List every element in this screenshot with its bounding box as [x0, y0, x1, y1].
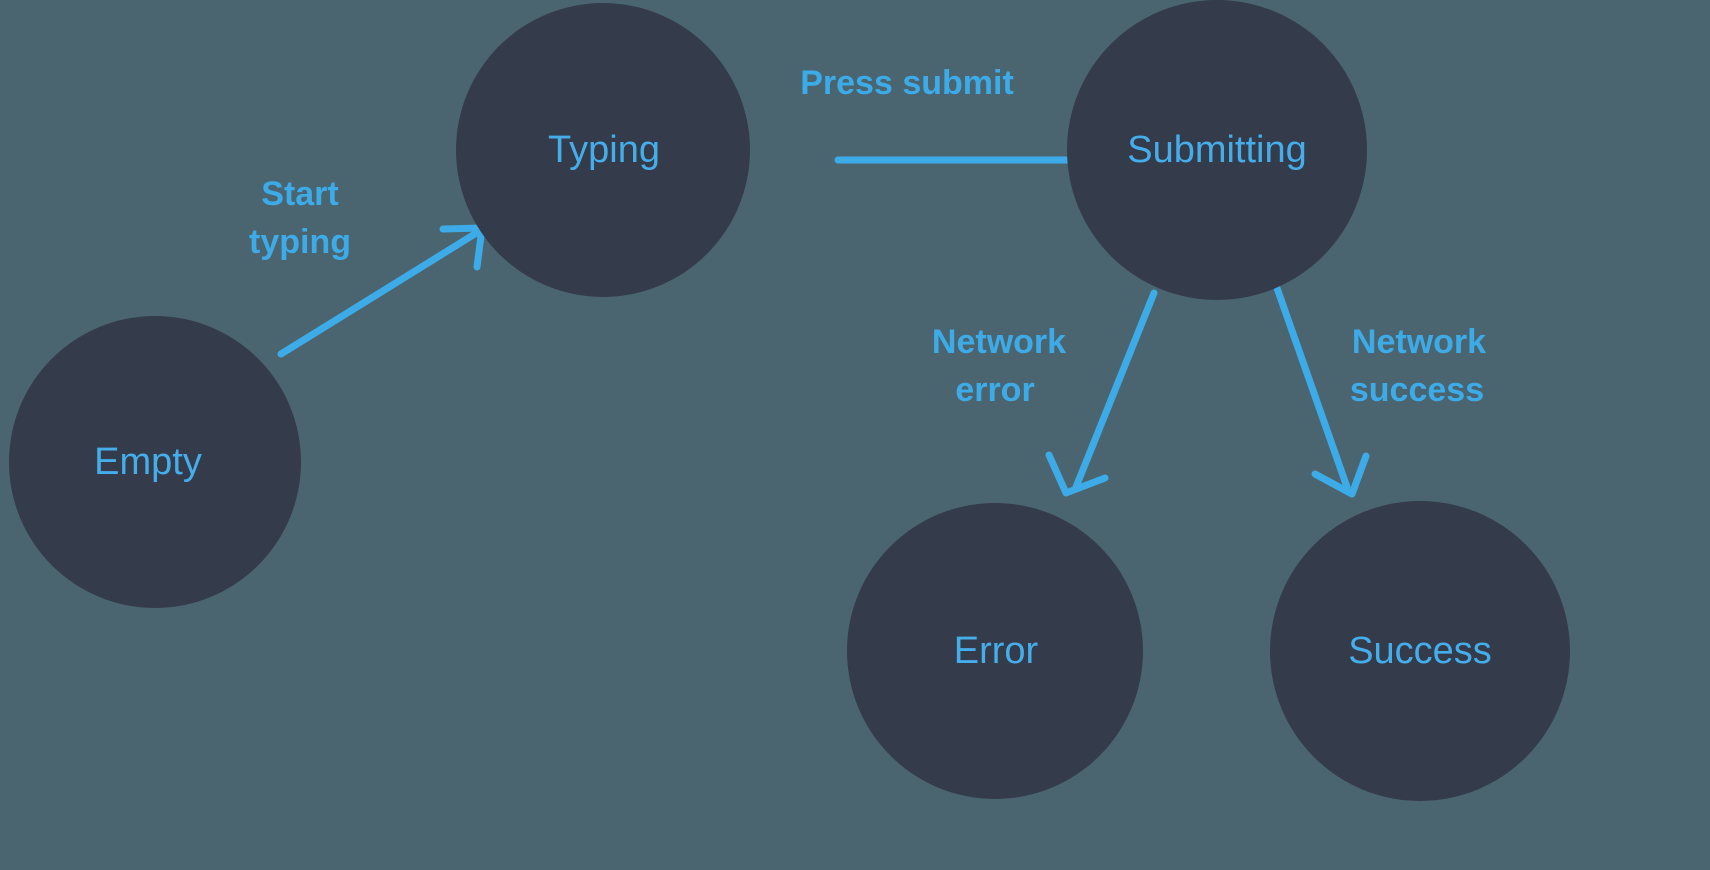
state-node-empty[interactable]: Empty	[9, 316, 301, 608]
edge-label-network-error-line-1: Network	[932, 323, 1066, 361]
edge-label-press-submit: Press submit	[800, 64, 1014, 102]
edge-arrowhead-network-error	[1045, 451, 1109, 497]
state-node-submitting[interactable]: Submitting	[1067, 0, 1367, 300]
edge-label-start-typing-line-1: Start	[261, 175, 338, 213]
state-label-error: Error	[954, 630, 1039, 672]
state-circle-empty[interactable]	[9, 316, 301, 608]
state-label-success: Success	[1348, 630, 1492, 672]
edge-submitting-to-error	[1045, 289, 1158, 497]
state-label-submitting: Submitting	[1127, 129, 1307, 171]
edge-label-network-error: Network error	[932, 323, 1066, 409]
state-circle-submitting[interactable]	[1067, 0, 1367, 300]
edge-line-network-error	[1072, 289, 1158, 491]
edge-label-network-error-line-2: error	[955, 371, 1034, 409]
state-node-error[interactable]: Error	[847, 503, 1143, 799]
state-label-empty: Empty	[94, 441, 202, 483]
state-node-typing[interactable]: Typing	[456, 3, 750, 297]
state-circle-typing[interactable]	[456, 3, 750, 297]
state-label-typing: Typing	[548, 129, 660, 171]
edge-label-press-submit-line-1: Press submit	[800, 64, 1014, 102]
edge-label-network-success-line-2: success	[1350, 371, 1484, 409]
edge-label-start-typing: Start typing	[249, 175, 351, 261]
edge-line-start-typing	[277, 228, 482, 358]
state-circle-error[interactable]	[847, 503, 1143, 799]
state-circle-success[interactable]	[1270, 501, 1570, 801]
edge-submitting-to-success	[1273, 284, 1370, 498]
edge-label-network-success-line-1: Network	[1352, 323, 1486, 361]
edge-label-network-success: Network success	[1350, 323, 1486, 409]
state-node-success[interactable]: Success	[1270, 501, 1570, 801]
edge-label-start-typing-line-2: typing	[249, 223, 351, 261]
edge-line-network-success	[1273, 284, 1351, 491]
edge-arrowhead-network-success	[1311, 452, 1370, 498]
